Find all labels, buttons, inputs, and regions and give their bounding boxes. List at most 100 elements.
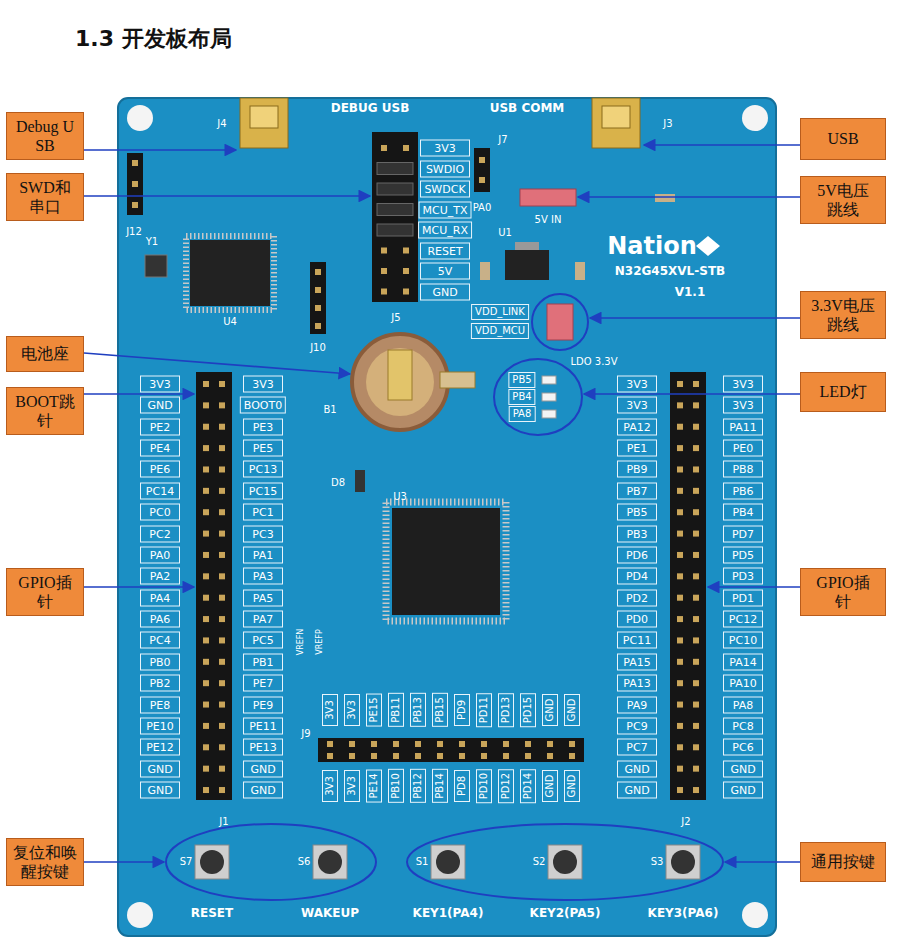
header-pin	[481, 753, 487, 759]
pin-label: PA10	[723, 675, 763, 692]
header-pin	[327, 753, 333, 759]
pin-label: GND	[542, 770, 558, 802]
header-pin	[693, 573, 699, 579]
pin-header	[474, 148, 490, 192]
pin-label: PD7	[723, 525, 763, 542]
header-pin	[677, 552, 683, 558]
pin-label: PA8	[723, 696, 763, 713]
header-pin	[479, 177, 485, 183]
header-pin	[693, 552, 699, 558]
silkscreen-label: S7	[180, 857, 193, 867]
header-pin	[203, 787, 209, 793]
signal-label: MCU_TX	[419, 201, 472, 218]
callout-box: 电池座	[6, 336, 84, 372]
header-pin	[219, 702, 225, 708]
header-pin	[677, 659, 683, 665]
led	[542, 410, 556, 418]
button-base	[313, 845, 347, 879]
button-cap	[671, 850, 695, 874]
pin-label: PB1	[243, 653, 283, 670]
header-pin	[693, 381, 699, 387]
pin-label: PE4	[140, 440, 180, 457]
pin-label: 3V3	[617, 376, 657, 393]
silkscreen-label: S2	[533, 857, 546, 867]
header-pin	[677, 637, 683, 643]
pin-label: PD9	[454, 694, 470, 726]
diagram-title: 1.3 开发板布局	[75, 24, 232, 54]
silkscreen-label: J5	[391, 313, 400, 323]
silkscreen-label: J2	[681, 817, 690, 827]
header-pin	[132, 181, 138, 187]
pin-label: PE5	[243, 440, 283, 457]
pin-label: BOOT0	[240, 397, 286, 414]
highlight-circle	[532, 294, 588, 350]
board-heading: USB COMM	[490, 102, 565, 114]
header-pin	[381, 145, 387, 151]
pin-header	[127, 153, 143, 215]
pin-label: GND	[564, 770, 580, 802]
board-heading: N32G45XVL-STB	[615, 265, 725, 277]
pin-label: PC10	[723, 632, 763, 649]
button-base	[431, 845, 465, 879]
header-pin	[315, 323, 321, 329]
button-base	[195, 845, 229, 879]
leader-line	[584, 393, 800, 395]
silkscreen-label: LDO 3.3V	[570, 357, 617, 367]
header-pin	[203, 531, 209, 537]
silkscreen-label: VREFN	[297, 629, 305, 656]
silkscreen-label: PA0	[473, 203, 492, 213]
mounting-hole	[127, 902, 153, 928]
pin-label: PA1	[243, 546, 283, 563]
button-base	[548, 845, 582, 879]
pin-label: GND	[140, 397, 180, 414]
callout-text: 电池座	[21, 344, 69, 363]
header-pin	[693, 531, 699, 537]
header-pin	[315, 287, 321, 293]
header-pin	[203, 723, 209, 729]
header-pin	[203, 445, 209, 451]
header-pin	[415, 741, 421, 747]
pin-label: PB4	[723, 504, 763, 521]
silkscreen-label: VREFP	[316, 629, 324, 655]
callout-box: BOOT跳针	[6, 387, 84, 435]
pin-label: PA12	[617, 418, 657, 435]
callout-text: Debug USB	[13, 117, 77, 155]
callout-box: SWD和串口	[6, 173, 84, 221]
pin-label: PC13	[243, 461, 283, 478]
header-pin	[371, 753, 377, 759]
header-pin	[569, 741, 575, 747]
pin-label: PB3	[617, 525, 657, 542]
header-pin	[203, 488, 209, 494]
header-pin	[459, 741, 465, 747]
pin-label: GND	[140, 782, 180, 799]
header-pin	[459, 753, 465, 759]
header-pin	[525, 741, 531, 747]
silkscreen-label: U1	[498, 228, 512, 238]
signal-label: GND	[420, 283, 470, 300]
pin-label: GND	[243, 782, 283, 799]
header-pin	[677, 616, 683, 622]
jumper-cap	[377, 224, 413, 236]
pin-label: 3V3	[617, 397, 657, 414]
button-cap	[318, 850, 342, 874]
header-pin	[693, 766, 699, 772]
board-heading: KEY2(PA5)	[530, 907, 601, 919]
header-pin	[403, 268, 409, 274]
pin-label: PE1	[617, 440, 657, 457]
header-pin	[569, 753, 575, 759]
header-pin	[203, 616, 209, 622]
jumper-cap	[377, 163, 413, 175]
pin-label: PD5	[723, 546, 763, 563]
header-pin	[503, 741, 509, 747]
chip-pins	[186, 236, 274, 310]
pin-label: PA15	[617, 653, 657, 670]
callout-box: USB	[800, 118, 886, 160]
header-pin	[677, 680, 683, 686]
header-pin	[203, 595, 209, 601]
usb-connector	[250, 106, 278, 128]
header-pin	[693, 787, 699, 793]
signal-label: 5V	[420, 263, 470, 280]
callout-box: 3.3V电压跳线	[800, 291, 886, 339]
